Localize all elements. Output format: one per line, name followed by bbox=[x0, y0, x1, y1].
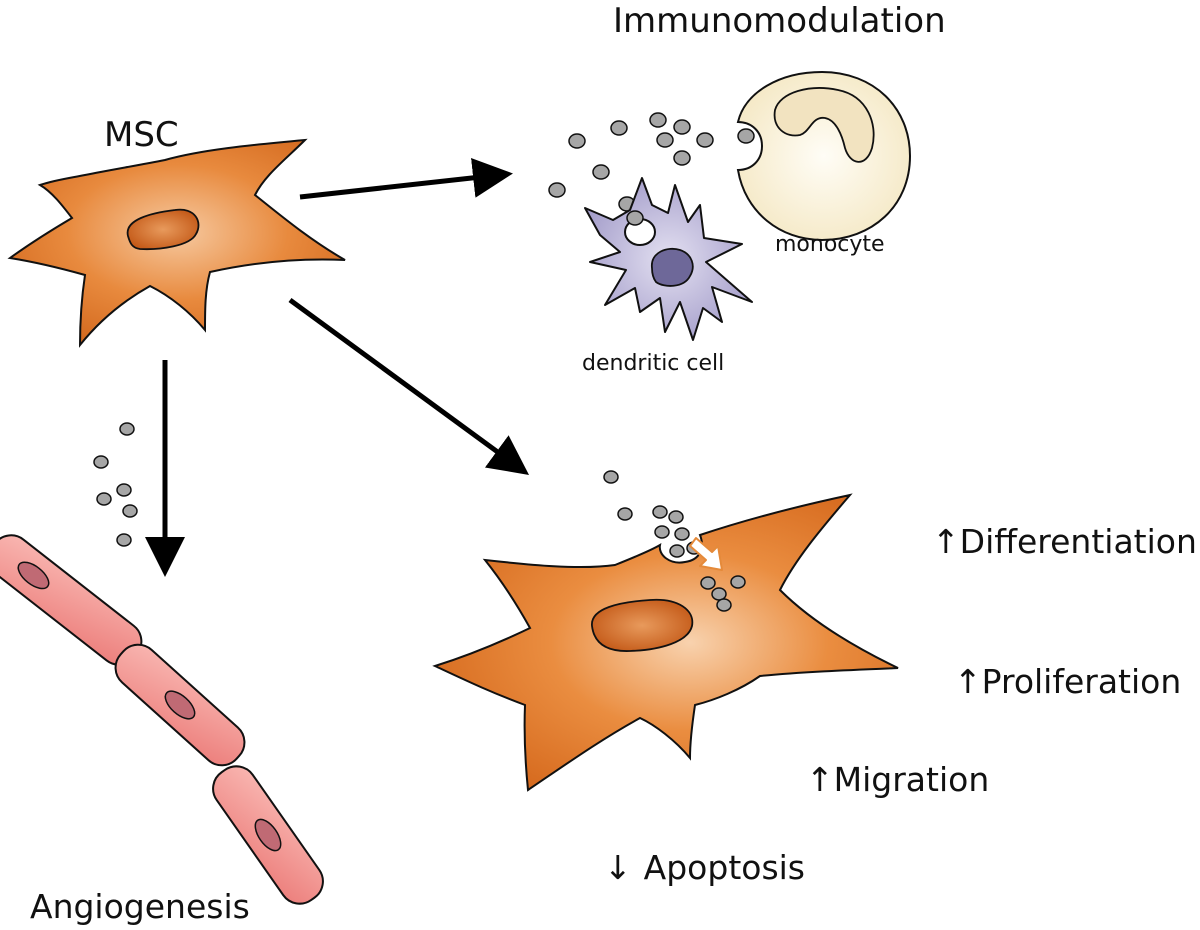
vesicle-cluster-immuno bbox=[548, 112, 755, 212]
effect-text: Migration bbox=[833, 760, 990, 799]
effect-text: Differentiation bbox=[959, 522, 1197, 561]
effect-differentiation: ↑Differentiation bbox=[932, 525, 1197, 558]
effect-apoptosis: ↓ Apoptosis bbox=[604, 851, 805, 884]
msc-label: MSC bbox=[104, 115, 179, 155]
uptake-arrow bbox=[689, 537, 723, 571]
effect-migration: ↑Migration bbox=[806, 763, 989, 796]
up-arrow-icon: ↑ bbox=[932, 522, 960, 561]
vesicle-cluster-angio bbox=[93, 422, 138, 547]
monocyte-cell bbox=[736, 70, 912, 242]
dendritic-cell bbox=[584, 177, 753, 341]
vessel-cells bbox=[0, 534, 324, 905]
up-arrow-icon: ↑ bbox=[954, 662, 982, 701]
immunomodulation-label: Immunomodulation bbox=[613, 1, 946, 41]
angiogenesis-label: Angiogenesis bbox=[30, 887, 250, 926]
effect-text: Proliferation bbox=[981, 662, 1182, 701]
effect-proliferation: ↑Proliferation bbox=[954, 665, 1181, 698]
effect-text: Apoptosis bbox=[643, 848, 805, 887]
monocyte-label: monocyte bbox=[775, 232, 885, 257]
arrow-to-target-cell bbox=[288, 297, 530, 475]
msc-cell bbox=[7, 138, 346, 348]
arrow-to-immunomodulation bbox=[299, 157, 513, 200]
dendritic-cell-label: dendritic cell bbox=[582, 351, 725, 376]
down-arrow-icon: ↓ bbox=[604, 848, 632, 887]
target-cell bbox=[432, 493, 899, 792]
up-arrow-icon: ↑ bbox=[806, 760, 834, 799]
